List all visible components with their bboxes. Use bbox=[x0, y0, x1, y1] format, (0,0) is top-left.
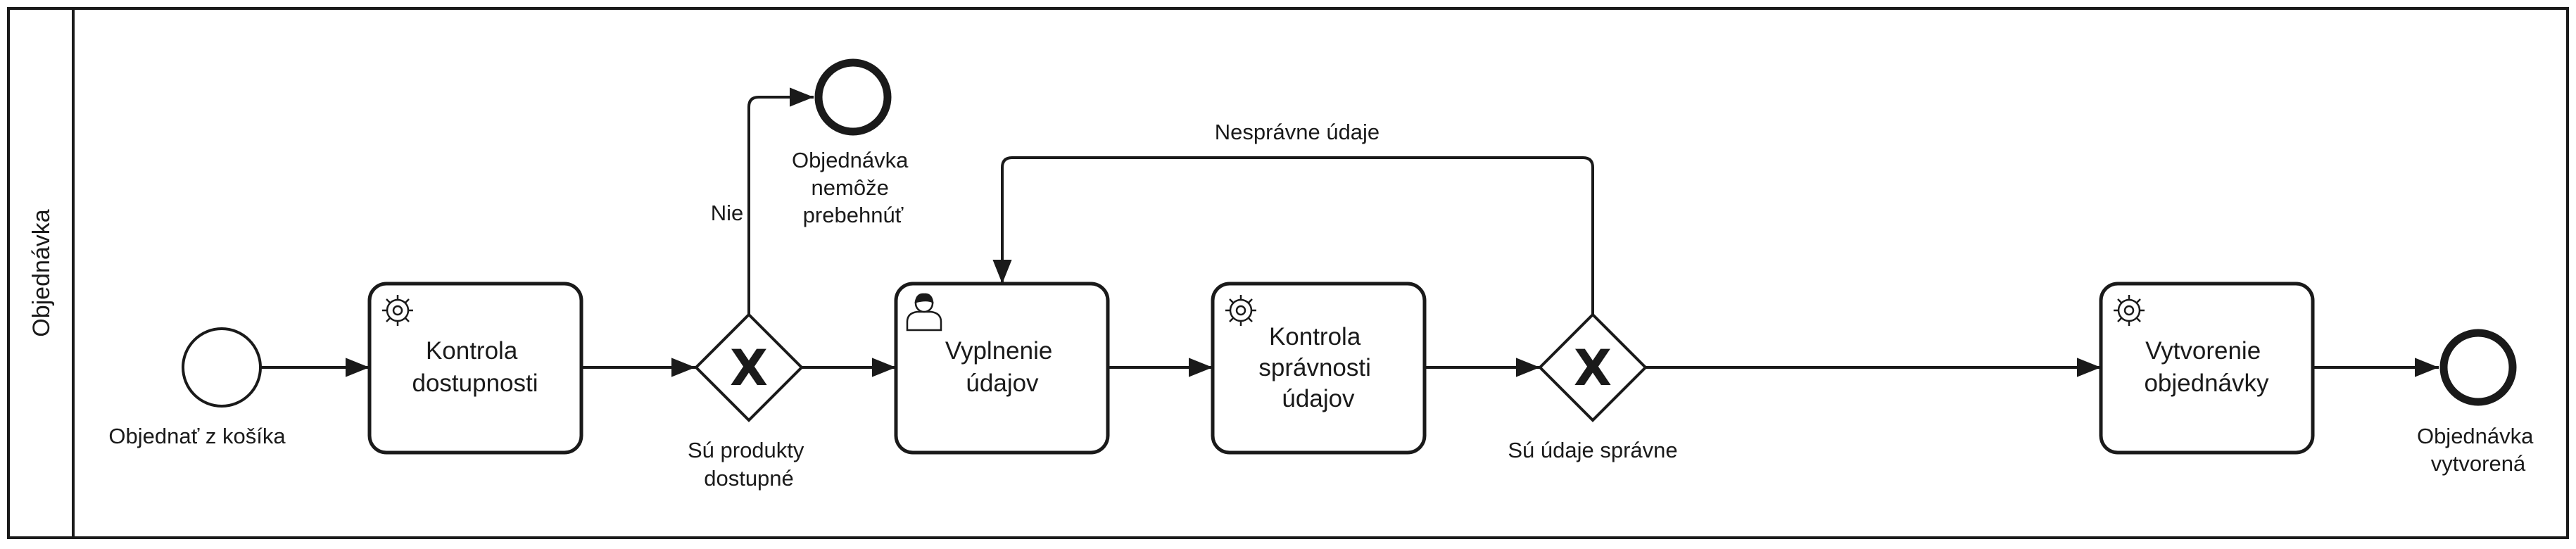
end-event-created[interactable] bbox=[2439, 329, 2517, 406]
gateway-details-correct[interactable]: X bbox=[1538, 313, 1648, 422]
gear-icon bbox=[1225, 295, 1256, 326]
task-create-order[interactable]: Vytvorenie objednávky bbox=[2099, 282, 2315, 455]
task-label: Kontrola správnosti údajov bbox=[1258, 323, 1377, 412]
task-label: Vyplnenie údajov bbox=[945, 337, 1059, 397]
gateway-products-label: Sú produkty dostupné bbox=[688, 438, 810, 491]
task-label: Kontrola dostupnosti bbox=[412, 337, 538, 397]
flow-incorrect-details[interactable] bbox=[992, 156, 1594, 315]
flow-gateway-no[interactable] bbox=[747, 87, 814, 315]
end-event-created-label: Objednávka vytvorená bbox=[2417, 424, 2539, 476]
pool-border bbox=[7, 7, 2569, 539]
start-event-label: Objednať z košíka bbox=[108, 424, 286, 448]
flow-label-no: Nie bbox=[711, 201, 744, 225]
start-event[interactable] bbox=[182, 327, 262, 408]
end-event-unavailable[interactable] bbox=[814, 58, 892, 136]
gateway-x-symbol: X bbox=[1574, 339, 1612, 397]
task-label: Vytvorenie objednávky bbox=[2144, 337, 2269, 397]
task-check-availability[interactable]: Kontrola dostupnosti bbox=[367, 282, 583, 455]
gateway-details-label: Sú údaje správne bbox=[1508, 438, 1677, 462]
gateway-products-available[interactable]: X bbox=[694, 313, 804, 422]
user-icon bbox=[906, 293, 942, 332]
end-event-unavailable-label: Objednávka nemôže prebehnúť bbox=[792, 148, 914, 227]
flow-label-incorrect: Nesprávne údaje bbox=[1215, 120, 1379, 144]
task-fill-details[interactable]: Vyplnenie údajov bbox=[894, 282, 1110, 455]
gear-icon bbox=[382, 295, 413, 326]
gear-icon bbox=[2114, 295, 2145, 326]
gateway-x-symbol: X bbox=[730, 339, 768, 397]
task-check-details[interactable]: Kontrola správnosti údajov bbox=[1211, 282, 1427, 455]
pool-label: Objednávka bbox=[28, 209, 55, 337]
